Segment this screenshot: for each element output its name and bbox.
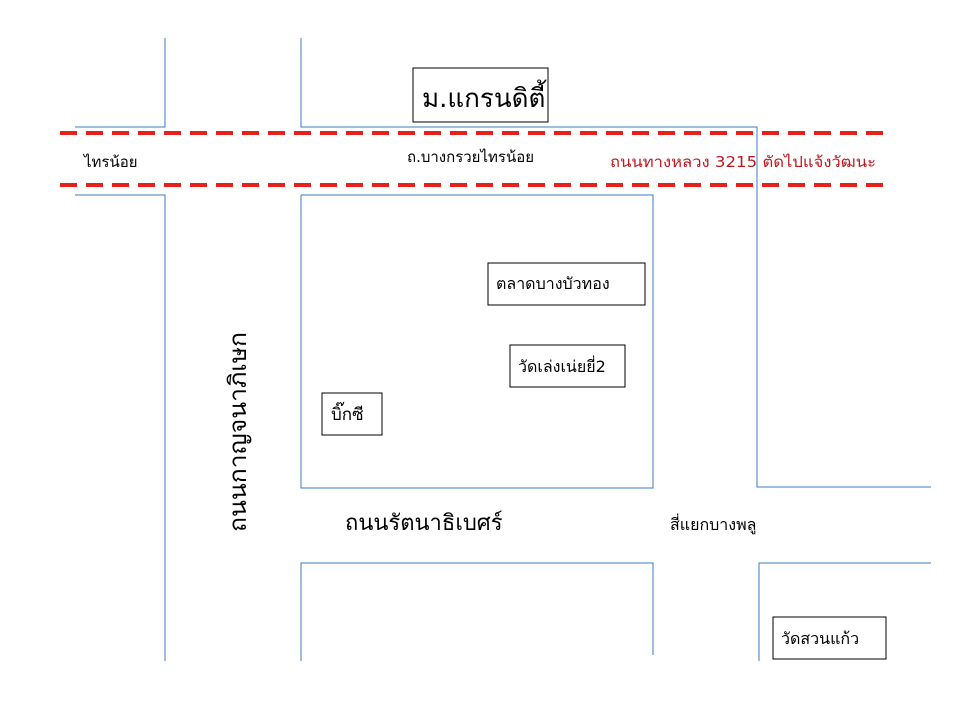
place-grand-city-box (412, 67, 549, 123)
road-label-sai-noi: ไทรน้อย (83, 153, 138, 171)
place-bang-bua-thong-market-box (487, 262, 646, 306)
south-block-east-edge (758, 562, 931, 661)
road-lines (75, 38, 931, 661)
place-big-c-label: บิ๊กซี (331, 401, 364, 425)
place-big-c-box (321, 392, 383, 436)
road-label-bang-phlu-junction: สี่แยกบางพลู (670, 513, 756, 535)
place-bang-bua-thong-market-label: ตลาดบางบัวทอง (496, 274, 610, 293)
place-big-c[interactable]: บิ๊กซี (321, 392, 383, 436)
place-grand-city-label: ม.แกรนดิตี้ (422, 79, 547, 114)
road-label-bang-kruai-sai-noi: ถ.บางกรวยไทรน้อย (407, 148, 534, 166)
place-grand-city[interactable]: ม.แกรนดิตี้ (412, 67, 549, 123)
road-label-rattanathibet: ถนนรัตนาธิเบศร์ (345, 511, 503, 536)
south-block-west-edge (300, 562, 654, 661)
place-wat-le-nei-yi-2-box (509, 344, 626, 388)
place-bang-bua-thong-market[interactable]: ตลาดบางบัวทอง (487, 262, 646, 306)
place-wat-suan-kaeo-box (772, 616, 887, 660)
place-wat-le-nei-yi-2-label: วัดเล่งเน่ยยี่2 (518, 355, 606, 376)
kanchanaphisek-west-edge-upper (75, 38, 166, 128)
road-label-highway-3215: ถนนทางหลวง 3215 ตัดไปแจ้งวัฒนะ (610, 153, 876, 171)
road-label-kanchanaphisek: ถนนกาญจนาภิเษก (224, 332, 252, 532)
central-block-edge (300, 194, 654, 489)
place-wat-le-nei-yi-2[interactable]: วัดเล่งเน่ยยี่2 (509, 344, 626, 388)
kanchanaphisek-east-edge-upper (300, 38, 931, 488)
highway-3215-lines (60, 131, 888, 187)
kanchanaphisek-west-edge-lower (75, 194, 166, 661)
place-wat-suan-kaeo[interactable]: วัดสวนแก้ว (772, 616, 887, 660)
place-wat-suan-kaeo-label: วัดสวนแก้ว (781, 629, 859, 648)
